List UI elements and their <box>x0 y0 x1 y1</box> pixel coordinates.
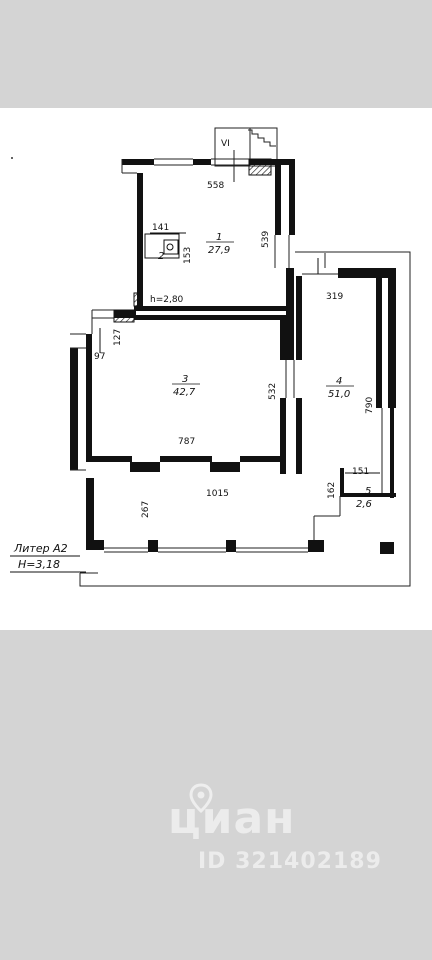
dimension-151: 151 <box>352 467 369 477</box>
watermark-brand: циан <box>168 793 296 844</box>
room-5-area: 2,6 <box>356 499 372 510</box>
floor-plan-sheet: VI 558 539 141 153 319 127 97 532 790 78… <box>0 108 432 630</box>
room-3-area: 42,7 <box>173 387 196 398</box>
hatched-column-top <box>248 158 272 176</box>
room-4-area: 51,0 <box>328 389 350 400</box>
dimension-787: 787 <box>178 437 195 447</box>
dimension-558: 558 <box>207 181 224 191</box>
dimension-141: 141 <box>152 223 169 233</box>
stray-dot <box>11 157 13 159</box>
location-pin-icon <box>189 783 213 814</box>
dimension-127: 127 <box>113 329 123 346</box>
window-lines <box>70 158 383 553</box>
liter-label: Литер А2 <box>13 542 68 555</box>
dimension-319: 319 <box>326 292 343 302</box>
room-1-area: 27,9 <box>208 245 230 256</box>
wc-fixture <box>144 233 180 259</box>
hatched-column-small <box>133 292 143 307</box>
liter-height: H=3,18 <box>18 558 60 571</box>
dimension-539: 539 <box>261 231 271 248</box>
outer-boundary <box>79 251 411 587</box>
room-5-number: 5 <box>365 486 371 497</box>
room-2-number: 2 <box>158 251 164 262</box>
watermark: циан ID 321402189 <box>0 783 432 885</box>
hatched-column-left <box>113 309 135 323</box>
dimension-162: 162 <box>327 482 337 499</box>
walls <box>70 159 396 554</box>
dimension-1015: 1015 <box>206 489 229 499</box>
room-3-number: 3 <box>182 374 188 385</box>
dimension-97: 97 <box>94 352 105 362</box>
room-4-number: 4 <box>336 376 342 387</box>
dimension-ticks <box>99 232 380 474</box>
room-1-number: 1 <box>216 232 222 243</box>
dimension-153: 153 <box>183 247 193 264</box>
dimension-267: 267 <box>141 501 151 518</box>
floor-plan-drawing: VI 558 539 141 153 319 127 97 532 790 78… <box>10 127 411 587</box>
watermark-listing-id: ID 321402189 <box>198 849 382 874</box>
height-note: h=2,80 <box>150 295 184 305</box>
dimension-532: 532 <box>268 383 278 400</box>
stair-label: VI <box>221 139 230 149</box>
dimension-790: 790 <box>365 397 375 414</box>
